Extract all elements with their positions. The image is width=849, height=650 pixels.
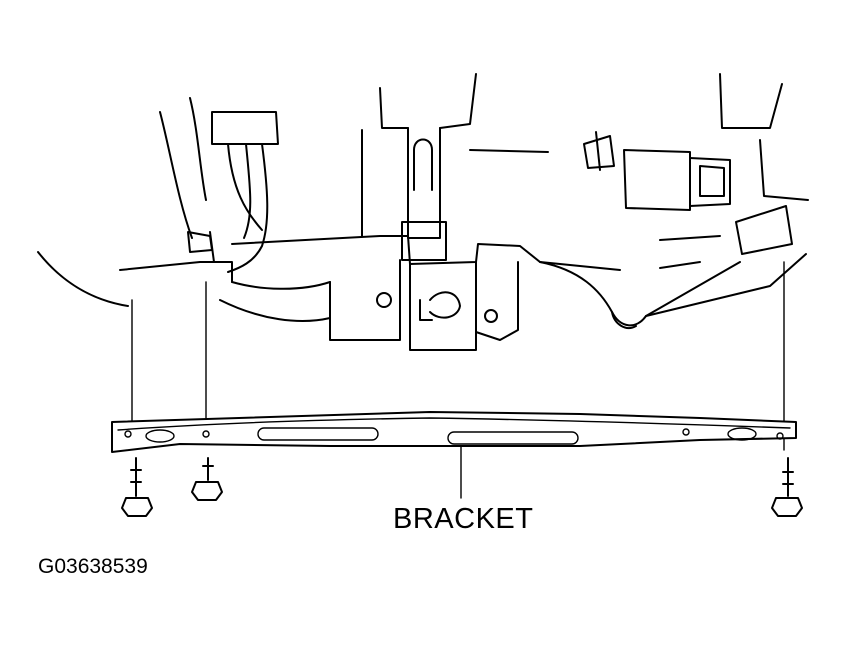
bracket bbox=[111, 411, 797, 453]
alignment-lines bbox=[131, 261, 785, 499]
clip-right bbox=[771, 457, 803, 517]
bracket-label: BRACKET bbox=[393, 503, 534, 535]
clip-center-left bbox=[191, 457, 223, 501]
vehicle-frame bbox=[37, 73, 809, 351]
clip-left bbox=[121, 457, 153, 517]
figure-id: G03638539 bbox=[38, 555, 148, 578]
